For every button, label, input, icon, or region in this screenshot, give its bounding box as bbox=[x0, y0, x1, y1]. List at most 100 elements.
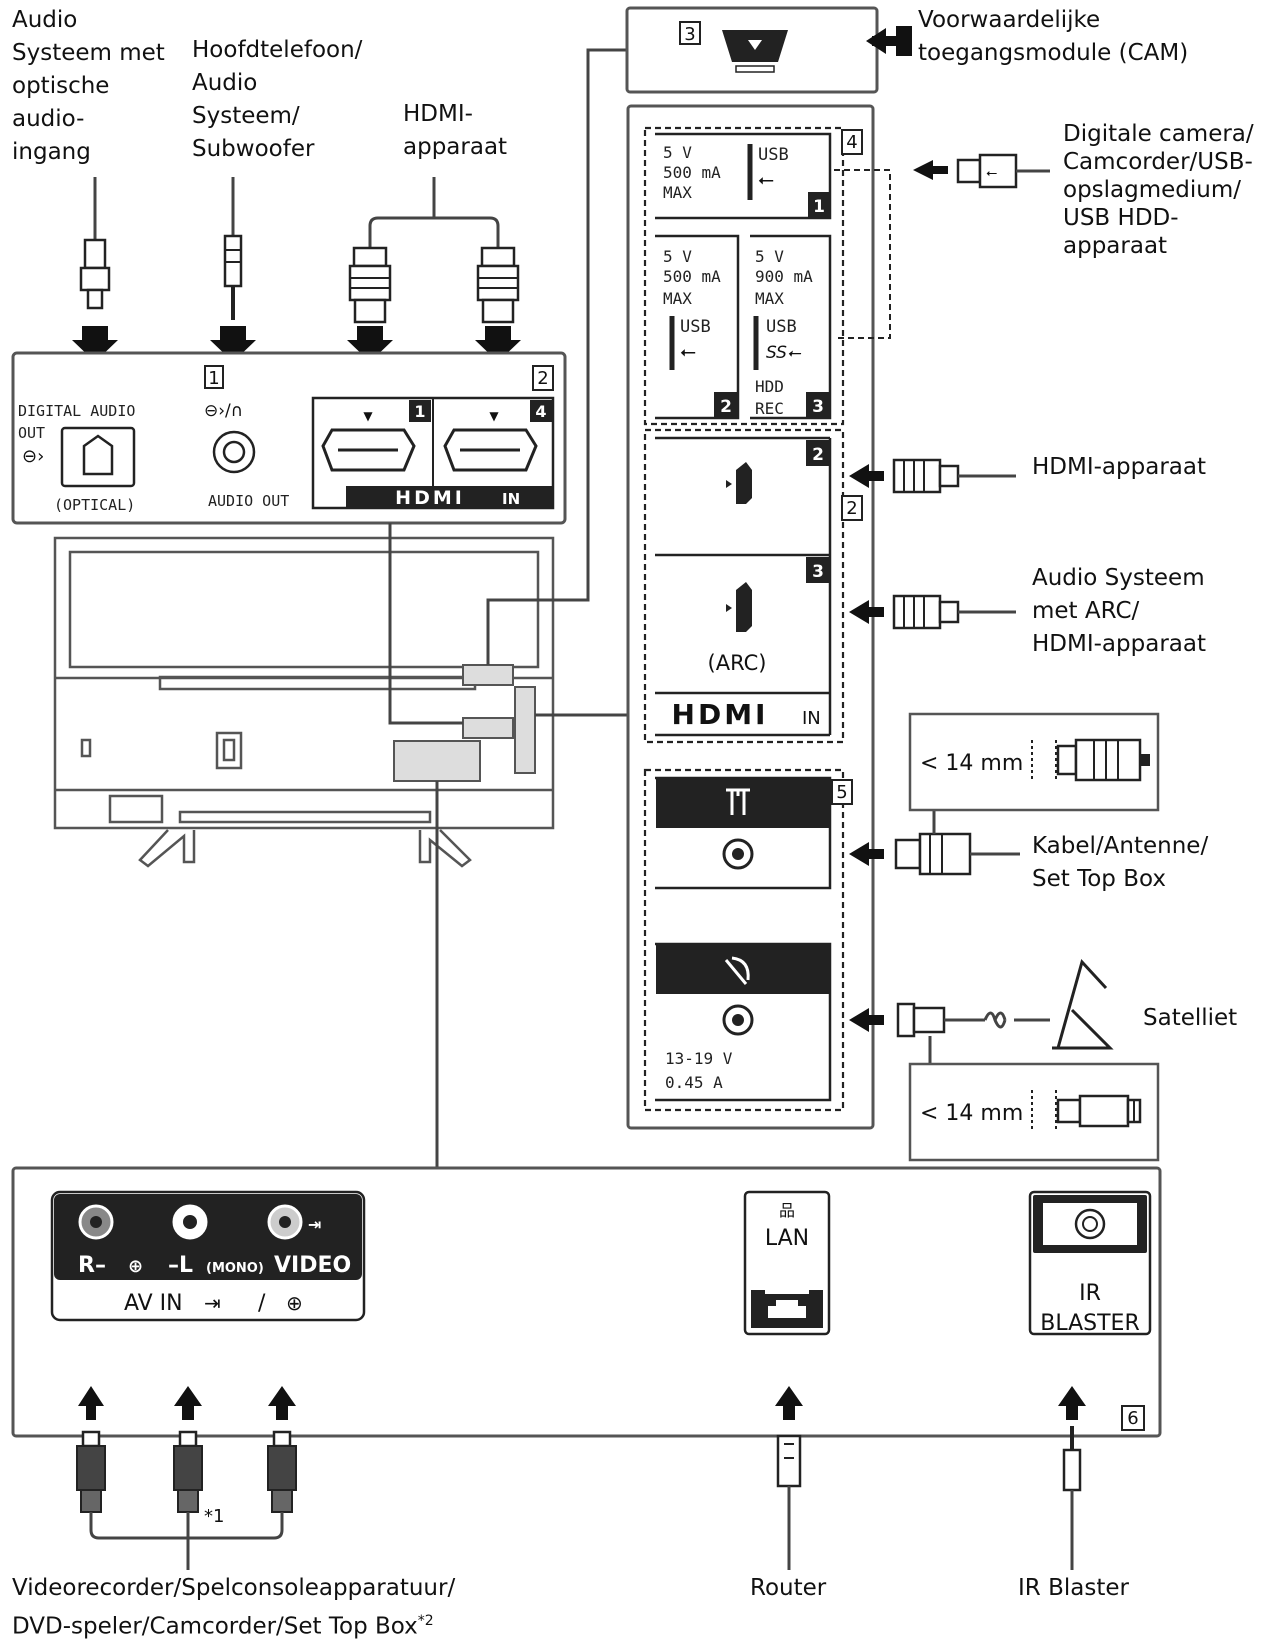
optical-label: (OPTICAL) bbox=[54, 496, 135, 514]
hdmi-port-1-badge: 1 bbox=[414, 402, 425, 421]
svg-text:USB: USB bbox=[758, 145, 789, 165]
left-port-panel: 1 2 DIGITAL AUDIO OUT ⊖› (OPTICAL) ⊖›/∩ … bbox=[11, 351, 567, 525]
svg-text:/: / bbox=[258, 1291, 266, 1316]
callout-1: 1 bbox=[208, 368, 219, 389]
bottom-port-panel: 6 ⇥ R– ⊕ –L (MONO) VIDEO AV IN ⇥ / ⊕ 品 L… bbox=[11, 1166, 1162, 1438]
svg-text:MAX: MAX bbox=[663, 289, 692, 308]
svg-text:⇥: ⇥ bbox=[204, 1291, 221, 1315]
leader-lines bbox=[388, 48, 628, 1168]
satellite-dish-icon bbox=[1052, 959, 1114, 1050]
svg-text:500 mA: 500 mA bbox=[663, 267, 721, 286]
svg-text:5 V: 5 V bbox=[663, 247, 692, 266]
label-note-1: *1 bbox=[204, 1506, 225, 1527]
svg-text:▼: ▼ bbox=[363, 409, 373, 423]
svg-text:USB: USB bbox=[680, 317, 711, 337]
svg-text:900 mA: 900 mA bbox=[755, 267, 813, 286]
usb-dashed-link bbox=[834, 169, 891, 339]
rj45-port bbox=[768, 1300, 806, 1318]
bottom-connectors bbox=[75, 1386, 1086, 1570]
label-satellite: Satelliet bbox=[1143, 1005, 1238, 1031]
right-connectors: ⭠ < 14 mm bbox=[849, 153, 1160, 1162]
label-router: Router bbox=[750, 1575, 827, 1601]
svg-text:0.45 A: 0.45 A bbox=[665, 1073, 723, 1092]
svg-text:1: 1 bbox=[813, 197, 825, 217]
hdmi-port-2-badge: 2 bbox=[812, 445, 824, 465]
callout-5: 5 bbox=[836, 782, 847, 803]
audio-out-icon: ⊖› bbox=[22, 446, 44, 467]
av-in-label: AV IN bbox=[124, 1291, 183, 1316]
usb-port-3-hdd-rec: 5 V 900 mA MAX USB SS⭠ HDD REC 3 bbox=[750, 234, 832, 420]
ir-plug bbox=[1062, 1448, 1082, 1492]
optical-cable bbox=[72, 177, 118, 362]
satellite-size-box bbox=[908, 1062, 1160, 1162]
antenna-icon bbox=[726, 788, 750, 815]
svg-text:⊕: ⊕ bbox=[128, 1256, 143, 1277]
usb-port-1: 5 V 500 mA MAX USB ⭠ 1 bbox=[655, 132, 832, 220]
hdmi-logo: HDMI bbox=[395, 487, 465, 509]
callout-2-right: 2 bbox=[846, 498, 857, 519]
label-headphone: Hoofdtelefoon/ Audio Systeem/ Subwoofer bbox=[192, 37, 363, 162]
callout-3: 3 bbox=[684, 24, 695, 45]
usb-port-2: 5 V 500 mA MAX USB ⭠ 2 bbox=[655, 234, 740, 420]
headphone-cable bbox=[210, 177, 256, 362]
label-audio-optical: Audio Systeem met optische audio- ingang bbox=[12, 7, 165, 165]
hdmi-cable-top bbox=[347, 177, 521, 362]
label-hdmi-right: HDMI-apparaat bbox=[1032, 454, 1206, 480]
ir-label: IR bbox=[1079, 1281, 1101, 1306]
antenna-size-note: < 14 mm bbox=[920, 751, 1023, 776]
label-cam: Voorwaardelijke toegangsmodule (CAM) bbox=[918, 7, 1189, 66]
label-bottom-left: Videorecorder/Spelconsoleapparatuur/ DVD… bbox=[12, 1575, 456, 1640]
headphone-icon: ⊖›/∩ bbox=[204, 401, 243, 421]
out-label: OUT bbox=[18, 424, 45, 442]
usb-icon: ⭠ bbox=[758, 167, 774, 191]
svg-text:5 V: 5 V bbox=[755, 247, 784, 266]
tv-back bbox=[53, 536, 555, 868]
hdmi-port-3 bbox=[736, 582, 752, 632]
label-arc: Audio Systeem met ARC/ HDMI-apparaat bbox=[1032, 565, 1206, 657]
cam-slot: 3 bbox=[625, 6, 912, 94]
svg-text:MAX: MAX bbox=[755, 289, 784, 308]
callout-2: 2 bbox=[537, 368, 548, 389]
digital-audio-label: DIGITAL AUDIO bbox=[18, 402, 135, 420]
hdmi-port-2 bbox=[736, 462, 752, 504]
av-mono-label: (MONO) bbox=[206, 1261, 264, 1276]
hdmi-in-right: IN bbox=[802, 708, 821, 729]
network-icon: 品 bbox=[779, 1201, 795, 1220]
lan-label: LAN bbox=[765, 1226, 809, 1251]
audio-out-label: AUDIO OUT bbox=[208, 492, 289, 510]
svg-text:MAX: MAX bbox=[663, 183, 692, 202]
label-usb-devices: Digitale camera/ Camcorder/USB- opslagme… bbox=[1063, 121, 1254, 259]
svg-text:5 V: 5 V bbox=[663, 143, 692, 162]
av-l-label: –L bbox=[168, 1253, 193, 1278]
svg-text:USB: USB bbox=[766, 317, 797, 337]
svg-text:▼: ▼ bbox=[489, 409, 499, 423]
usb-icon: ⭠ bbox=[680, 339, 696, 363]
usb-ss-icon: SS⭠ bbox=[766, 343, 802, 363]
svg-text:2: 2 bbox=[720, 397, 732, 417]
svg-text:⇥: ⇥ bbox=[308, 1215, 321, 1234]
svg-text:⭠: ⭠ bbox=[986, 165, 997, 181]
av-r-label: R– bbox=[78, 1253, 106, 1278]
label-hdmi-top: HDMI- apparaat bbox=[403, 101, 508, 160]
label-ir-blaster: IR Blaster bbox=[1018, 1575, 1129, 1601]
arc-label: (ARC) bbox=[708, 651, 767, 675]
hdmi-port-4-badge: 4 bbox=[535, 402, 546, 421]
svg-text:⊕: ⊕ bbox=[286, 1291, 303, 1315]
hdmi-logo-right: HDMI bbox=[672, 698, 769, 731]
svg-text:500 mA: 500 mA bbox=[663, 163, 721, 182]
hdmi-in-label: IN bbox=[502, 490, 520, 508]
satellite-icon bbox=[724, 956, 750, 985]
right-port-column: 4 5 V 500 mA MAX USB ⭠ 1 5 V 500 mA MAX … bbox=[626, 104, 891, 1130]
callout-6: 6 bbox=[1127, 1408, 1138, 1429]
svg-text:HDD: HDD bbox=[755, 377, 784, 396]
svg-text:REC: REC bbox=[755, 399, 784, 418]
antenna-port bbox=[655, 776, 832, 890]
satellite-size-note: < 14 mm bbox=[920, 1101, 1023, 1126]
svg-text:13-19 V: 13-19 V bbox=[665, 1049, 733, 1068]
hdmi-port-3-badge: 3 bbox=[812, 562, 824, 582]
av-video-label: VIDEO bbox=[274, 1253, 351, 1278]
callout-4: 4 bbox=[846, 132, 857, 153]
svg-text:3: 3 bbox=[812, 397, 824, 417]
label-cable: Kabel/Antenne/ Set Top Box bbox=[1032, 833, 1209, 892]
